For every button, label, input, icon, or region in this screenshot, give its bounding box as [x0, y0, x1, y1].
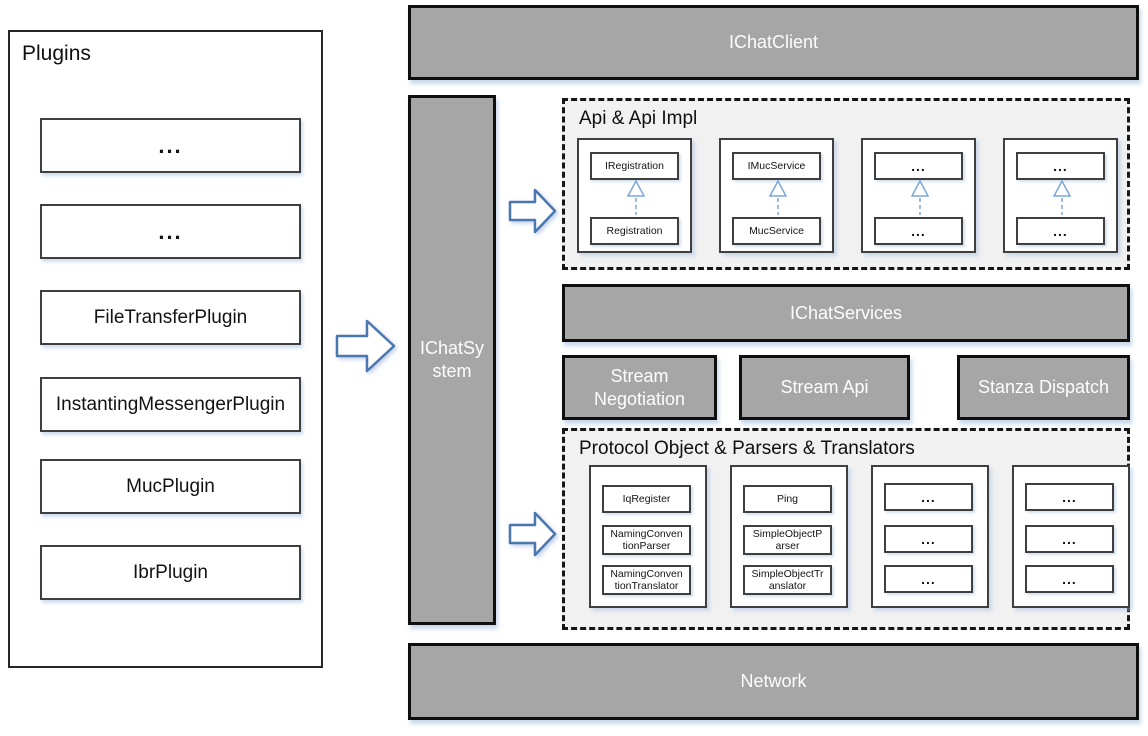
protocol-panel: Protocol Object & Parsers & Translators … — [562, 428, 1130, 630]
stanza-dispatch-box: Stanza Dispatch — [957, 355, 1130, 420]
translator-box: ... — [1025, 565, 1114, 593]
translator-box: NamingConventionTranslator — [602, 565, 691, 595]
parser-box: ... — [884, 525, 973, 553]
flow-arrow-system-to-api-icon — [508, 188, 557, 234]
plugin-box-ibr: IbrPlugin — [40, 545, 301, 600]
protocol-panel-title: Protocol Object & Parsers & Translators — [579, 438, 915, 459]
network-label: Network — [740, 671, 807, 691]
stream-negotiation-box: Stream Negotiation — [562, 355, 717, 420]
plugin-box-instantingmessenger: InstantingMessengerPlugin — [40, 377, 301, 432]
implementation-box: ... — [874, 217, 963, 245]
plugin-box-ellipsis-2: ... — [40, 204, 301, 259]
api-panel: Api & Api Impl IRegistration Registratio… — [562, 98, 1130, 270]
flow-arrow-system-to-protocol-icon — [508, 511, 557, 557]
ichatsystem-label-line2: stem — [432, 361, 472, 381]
protocol-group-ellipsis-1: ... ... ... — [871, 465, 989, 608]
parser-box: SimpleObjectParser — [743, 525, 832, 555]
protocol-group-register: IqRegister NamingConventionParser Naming… — [589, 465, 707, 608]
api-group-ellipsis-1: ... ... — [861, 138, 976, 253]
implementation-box: Registration — [590, 217, 679, 245]
translator-box: ... — [884, 565, 973, 593]
ichatsystem-box: IChatSy stem — [408, 95, 496, 625]
inheritance-arrow-icon — [910, 180, 930, 215]
plugin-box-muc: MucPlugin — [40, 459, 301, 514]
flow-arrow-plugins-to-system-icon — [335, 319, 396, 373]
ichatservices-label: IChatServices — [789, 302, 903, 323]
inheritance-arrow-icon — [768, 180, 788, 215]
interface-box: IRegistration — [590, 152, 679, 180]
ichatclient-bar: IChatClient — [408, 5, 1139, 80]
api-group-ellipsis-2: ... ... — [1003, 138, 1118, 253]
protocol-object-box: ... — [1025, 483, 1114, 511]
api-panel-title: Api & Api Impl — [579, 108, 698, 129]
plugin-box-ellipsis-1: ... — [40, 118, 301, 173]
parser-box: NamingConventionParser — [602, 525, 691, 555]
translator-box: SimpleObjectTranslator — [743, 565, 832, 595]
api-group-mucservice: IMucService MucService — [719, 138, 834, 253]
protocol-group-ellipsis-2: ... ... ... — [1012, 465, 1130, 608]
protocol-group-ping: Ping SimpleObjectParser SimpleObjectTran… — [730, 465, 848, 608]
protocol-object-box: ... — [884, 483, 973, 511]
protocol-object-box: Ping — [743, 485, 832, 513]
implementation-box: ... — [1016, 217, 1105, 245]
interface-box: ... — [1016, 152, 1105, 180]
parser-box: ... — [1025, 525, 1114, 553]
protocol-object-box: IqRegister — [602, 485, 691, 513]
ichatclient-label: IChatClient — [728, 32, 819, 52]
plugin-box-filetransfer: FileTransferPlugin — [40, 290, 301, 345]
plugins-panel-title: Plugins — [22, 42, 91, 65]
interface-box: IMucService — [732, 152, 821, 180]
implementation-box: MucService — [732, 217, 821, 245]
api-group-registration: IRegistration Registration — [577, 138, 692, 253]
inheritance-arrow-icon — [1052, 180, 1072, 215]
inheritance-arrow-icon — [626, 180, 646, 215]
interface-box: ... — [874, 152, 963, 180]
ichatsystem-label-line1: IChatSy — [419, 337, 485, 358]
stream-api-box: Stream Api — [739, 355, 910, 420]
ichatservices-bar: IChatServices — [562, 284, 1130, 342]
network-bar: Network — [408, 643, 1139, 720]
plugins-panel: Plugins ... ... FileTransferPlugin Insta… — [8, 30, 323, 668]
